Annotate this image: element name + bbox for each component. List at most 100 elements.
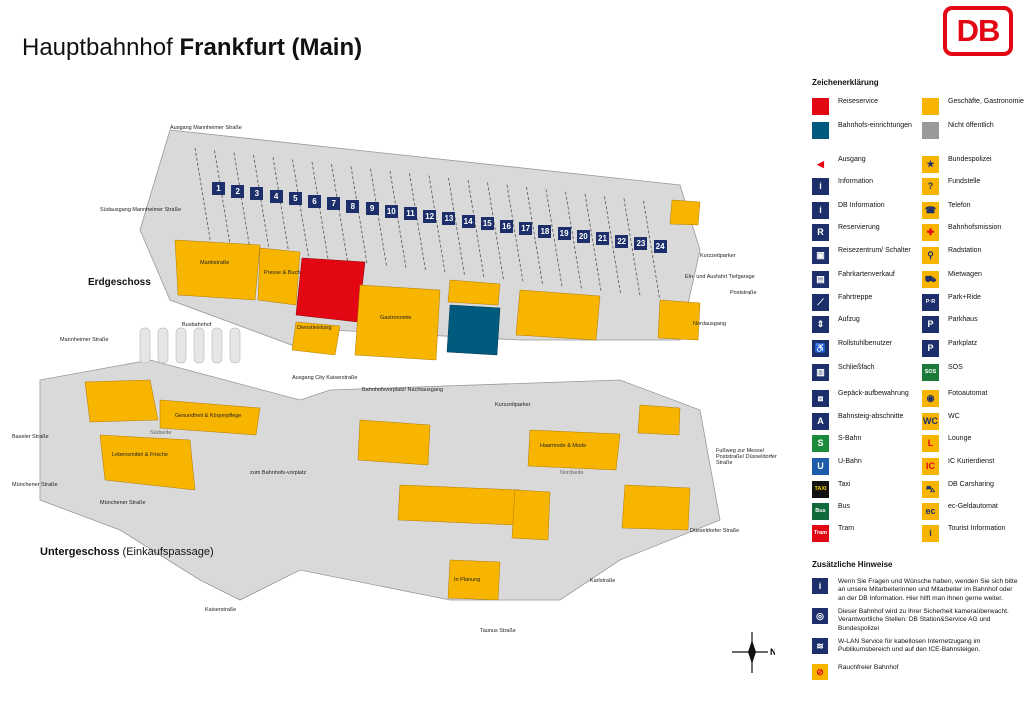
platform-track [233, 152, 251, 250]
legend-symbol-icon [812, 122, 829, 139]
legend-symbol-icon: ♿ [812, 340, 829, 357]
street-label: Ausgang Mannheimer Straße [170, 125, 242, 131]
shop-marktstrasse [174, 239, 261, 301]
platform-number-badge: 14 [461, 214, 475, 228]
note-text: Dieser Bahnhof wird zu Ihrer Sicherheit … [838, 608, 1009, 632]
shop-dienstleistung-eg [291, 321, 341, 356]
bahnhofseinrichtung-block [446, 304, 501, 356]
platform-number-badge: 15 [480, 217, 494, 230]
platform-number-badge: 24 [653, 239, 667, 253]
legend-label: U-Bahn [838, 458, 862, 465]
legend-label: Information [838, 178, 874, 185]
shop-gastronomie-eg [354, 284, 441, 361]
shop-gesundheit-ug [159, 399, 261, 436]
shop-lebensmittel-eg [515, 289, 601, 341]
platform-number-badge: 18 [538, 224, 552, 238]
legend-label: Geschäfte, Gastronomie [948, 98, 1024, 105]
legend-label: Bahnhofs-einrichtungen [838, 122, 912, 129]
legend-label: Bahnsteig-abschnitte [838, 413, 904, 420]
reiseservice-block [295, 257, 366, 323]
legend-symbol-icon [922, 98, 939, 115]
legend-label: Nicht öffentlich [948, 122, 994, 129]
svg-text:N: N [770, 647, 775, 657]
legend-label: Parkhaus [948, 316, 978, 323]
shop-lebensmittel-ug [99, 434, 196, 491]
legend-symbol-icon: ⇕ [812, 316, 829, 333]
legend-symbol-icon: i [922, 525, 939, 542]
platform-number-badge: 10 [384, 204, 398, 218]
area-label: Gastronomie [380, 315, 412, 321]
street-label: Busbahnhof [182, 322, 212, 328]
shop-ug-east [621, 484, 691, 531]
legend-symbol-icon: P [922, 340, 939, 357]
platform-track [643, 200, 660, 298]
note-icon: ≋ [812, 638, 828, 654]
legend-symbol-icon: WC [922, 413, 939, 430]
shop-presse-buch-eg2 [447, 279, 501, 306]
compass-icon: N [732, 632, 775, 673]
street-label: Ausgang City Kaiserstraße [292, 375, 358, 381]
area-label: Nordseite [560, 470, 584, 476]
legend-symbol-icon: ★ [922, 156, 939, 173]
legend-label: Fahrtreppe [838, 294, 873, 301]
platform-tracks [194, 147, 660, 298]
legend-symbol-icon: i [812, 178, 829, 195]
area-label: Haarmode & Mode [540, 443, 587, 449]
legend-symbol-icon: ▤ [812, 271, 829, 288]
page-title: Hauptbahnhof Frankfurt (Main) [22, 34, 363, 61]
shop-dienstleistung-ug [84, 379, 159, 423]
platform-number-badge: 20 [576, 229, 590, 243]
legend-label: Bundespolizei [948, 156, 992, 163]
legend-symbol-icon: IC [922, 458, 939, 475]
platform-track [604, 196, 621, 294]
legend-symbol-icon: ec [922, 503, 939, 520]
platform-track [584, 193, 602, 292]
legend-label: ec-Geldautomat [948, 503, 998, 510]
street-label: Poststraße [730, 290, 757, 296]
legend-symbol-icon: P·R [922, 294, 939, 311]
note-icon: i [812, 578, 828, 594]
area-label: Gesundheit & Körperpflege [175, 413, 242, 419]
street-label: Bahnhofsvorplatz/ Nachtausgang [362, 387, 444, 393]
legend-label: S-Bahn [838, 435, 862, 442]
street-label: Münchener Straße [12, 482, 58, 488]
legend-label: Taxi [838, 481, 851, 488]
platform-track [409, 173, 426, 271]
street-label: Taunus Straße [480, 628, 516, 634]
legend-symbol-icon: ? [922, 178, 939, 195]
platform-track [565, 191, 582, 289]
street-label: zum Bahnhofs-vorplatz [250, 470, 307, 476]
note-text: Rauchfreier Bahnhof [838, 664, 899, 671]
area-label: In Planung [454, 577, 481, 583]
platform-track [389, 170, 407, 269]
level-label-ug: Untergeschoss (Einkaufspassage) [40, 546, 214, 558]
map-canvas [39, 129, 721, 601]
legend-label: Reisezentrum/ Schalter [838, 247, 911, 254]
street-label: Mannheimer Straße [60, 337, 109, 343]
legend-label: Reiseservice [838, 98, 879, 105]
platform-track [467, 180, 485, 278]
shop-gastronomie-nord [657, 299, 701, 341]
level-label-eg: Erdgeschoss [88, 277, 151, 288]
street-label: Nordausgang [693, 321, 727, 327]
legend-label: Fotoautomat [948, 390, 988, 397]
platform-track [253, 154, 270, 252]
legend-label: Parkplatz [948, 340, 978, 347]
legend-symbol-icon [812, 98, 829, 115]
shop-in-planung [511, 489, 551, 541]
platform-track [487, 182, 504, 280]
legend-symbol-icon: ☎ [922, 202, 939, 219]
legend-label: DB Information [838, 202, 885, 209]
legend-label: Reservierung [838, 224, 880, 231]
street-label: Kurzzeitparker [700, 253, 736, 259]
legend-label: Schließfach [838, 364, 875, 371]
legend-symbol-icon: L [922, 435, 939, 452]
legend-symbol-icon: ⛍ [922, 481, 939, 498]
street-label: Baseler Straße [12, 434, 49, 440]
platform-track [428, 175, 446, 273]
shop-gastronomie-north-top [669, 199, 701, 226]
legend-label: SOS [948, 364, 963, 371]
